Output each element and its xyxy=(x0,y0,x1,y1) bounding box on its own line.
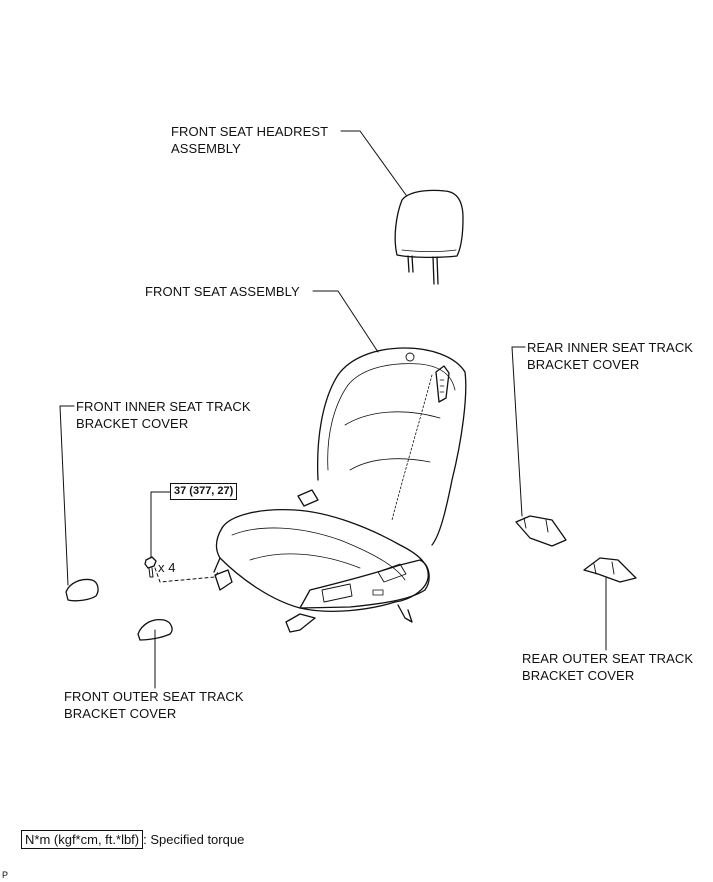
bolt-quantity: x 4 xyxy=(158,560,176,575)
seat-assembly-label: FRONT SEAT ASSEMBLY xyxy=(145,284,300,299)
rear-inner-leader xyxy=(511,346,526,517)
front-outer-cover-label: FRONT OUTER SEAT TRACK BRACKET COVER xyxy=(64,688,244,722)
front-outer-label-line1: FRONT OUTER SEAT TRACK xyxy=(64,689,244,704)
rear-outer-cover-label: REAR OUTER SEAT TRACK BRACKET COVER xyxy=(522,650,693,684)
torque-leader xyxy=(150,491,171,559)
seat-drawing xyxy=(213,347,467,633)
headrest-leader xyxy=(340,130,407,196)
rear-inner-label-line1: REAR INNER SEAT TRACK xyxy=(527,340,694,355)
corner-code: P xyxy=(2,870,9,880)
rear-inner-cover-drawing xyxy=(515,515,567,547)
front-outer-label-line2: BRACKET COVER xyxy=(64,706,177,721)
headrest-label: FRONT SEAT HEADREST ASSEMBLY xyxy=(171,123,328,157)
torque-value-box: 37 (377, 27) xyxy=(170,483,238,500)
rear-outer-cover-drawing xyxy=(583,557,637,583)
front-inner-label-line2: BRACKET COVER xyxy=(76,416,189,431)
seat-assembly-leader xyxy=(312,290,379,353)
headrest-drawing xyxy=(394,189,464,285)
rear-outer-label-line2: BRACKET COVER xyxy=(522,668,635,683)
front-inner-leader xyxy=(59,405,75,586)
bolt-drawing xyxy=(144,556,157,578)
front-inner-cover-drawing xyxy=(65,578,99,602)
rear-outer-label-line1: REAR OUTER SEAT TRACK xyxy=(522,651,694,666)
legend-description: : Specified torque xyxy=(143,832,245,847)
rear-inner-label-line2: BRACKET COVER xyxy=(527,357,640,372)
headrest-label-line2: ASSEMBLY xyxy=(171,141,241,156)
front-inner-cover-label: FRONT INNER SEAT TRACK BRACKET COVER xyxy=(76,398,251,432)
front-inner-label-line1: FRONT INNER SEAT TRACK xyxy=(76,399,251,414)
torque-legend: N*m (kgf*cm, ft.*lbf): Specified torque xyxy=(21,830,245,849)
legend-units-box: N*m (kgf*cm, ft.*lbf) xyxy=(21,830,144,849)
headrest-label-line1: FRONT SEAT HEADREST xyxy=(171,124,329,139)
leader-lines xyxy=(59,130,607,689)
front-outer-cover-drawing xyxy=(137,618,173,641)
rear-inner-cover-label: REAR INNER SEAT TRACK BRACKET COVER xyxy=(527,339,693,373)
